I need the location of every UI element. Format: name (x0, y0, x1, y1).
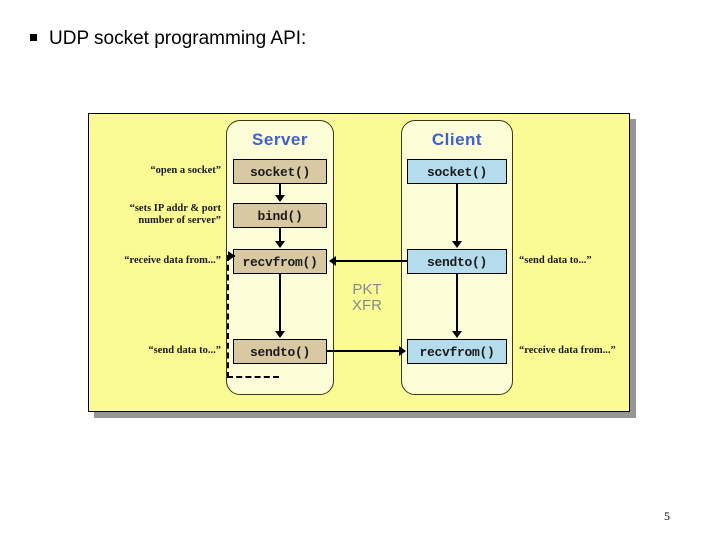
client-step-recvfrom[interactable]: recvfrom() (407, 339, 507, 364)
server-arrow-socket-bind-line (279, 184, 281, 196)
client-arrow-socket-sendto-head (452, 241, 462, 248)
client-arrow-sendto-recvfrom-line (456, 274, 458, 332)
server-step-sendto[interactable]: sendto() (233, 339, 327, 364)
page-title: UDP socket programming API: (49, 28, 307, 49)
annotation-server-socket: “open a socket” (150, 165, 221, 176)
packet-transfer-label-line2: XFR (352, 297, 382, 314)
pkt-arrow-client-to-server-head (329, 256, 336, 266)
annotation-server-recvfrom: “receive data from...” (124, 255, 221, 266)
annotation-client-sendto: “send data to...” (519, 255, 592, 266)
annotation-server-bind-line1: “sets IP addr & port (129, 203, 221, 214)
server-loop-bottom-segment (227, 376, 279, 378)
annotation-server-bind: “sets IP addr & port number of server” (93, 203, 221, 227)
server-loop-left-segment (227, 255, 229, 378)
server-arrow-bind-recvfrom-head (275, 241, 285, 248)
server-lane-title: Server (252, 130, 308, 149)
server-step-bind[interactable]: bind() (233, 203, 327, 228)
square-bullet-icon (30, 34, 37, 41)
packet-transfer-label-line1: PKT (352, 281, 382, 298)
server-step-recvfrom[interactable]: recvfrom() (233, 249, 327, 274)
server-arrow-bind-recvfrom-line (279, 228, 281, 242)
server-step-socket[interactable]: socket() (233, 159, 327, 184)
client-arrow-sendto-recvfrom-head (452, 331, 462, 338)
slide-title-row: UDP socket programming API: (30, 28, 306, 50)
page-number: 5 (664, 509, 670, 523)
client-lane-title: Client (431, 130, 483, 149)
server-arrow-recvfrom-sendto-head (275, 331, 285, 338)
server-arrow-socket-bind-head (275, 195, 285, 202)
client-step-socket[interactable]: socket() (407, 159, 507, 184)
pkt-arrow-server-to-client-line (327, 350, 400, 352)
server-loop-arrow-head (228, 251, 235, 261)
pkt-arrow-server-to-client-head (399, 346, 406, 356)
annotation-server-sendto: “send data to...” (148, 345, 221, 356)
client-arrow-socket-sendto-line (456, 184, 458, 242)
pkt-arrow-client-to-server-line (336, 260, 407, 262)
udp-socket-api-diagram: Server Client socket() bind() recvfrom()… (88, 113, 630, 412)
client-step-sendto[interactable]: sendto() (407, 249, 507, 274)
packet-transfer-label: PKT XFR (335, 282, 399, 314)
annotation-client-recvfrom: “receive data from...” (519, 345, 616, 356)
annotation-server-bind-line2: number of server” (138, 215, 221, 226)
server-arrow-recvfrom-sendto-line (279, 274, 281, 332)
